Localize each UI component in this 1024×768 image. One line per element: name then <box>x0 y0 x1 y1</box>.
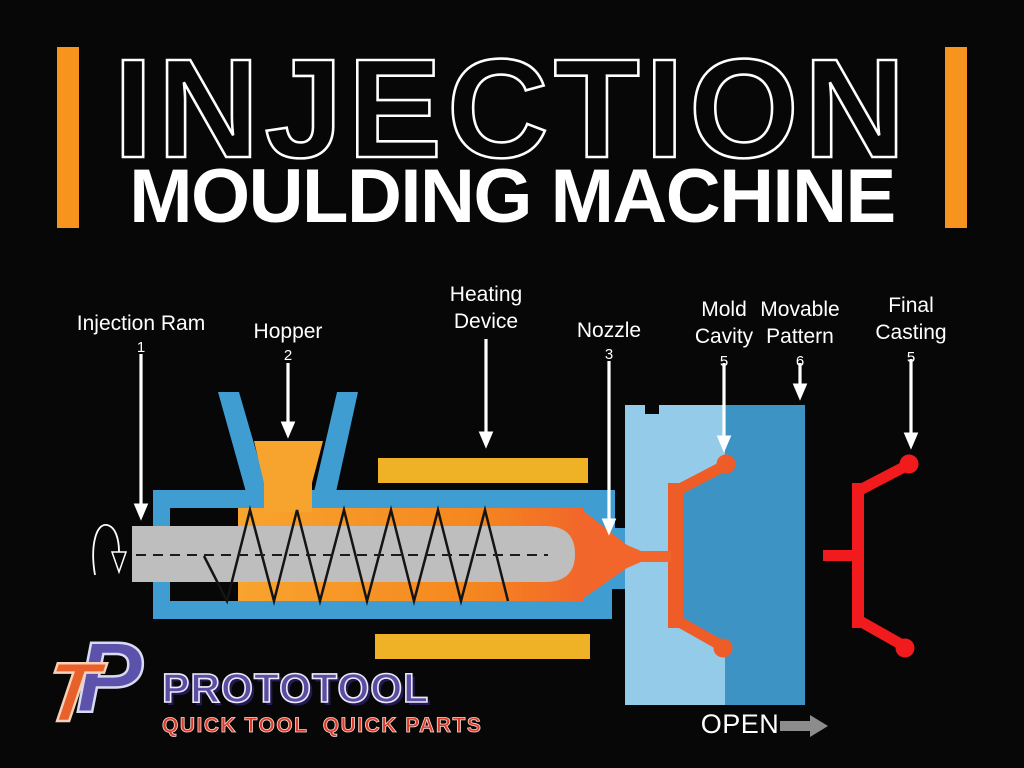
open-right-arrow-icon <box>780 715 828 737</box>
label-movable-pattern: Movable Pattern 6 <box>755 296 845 369</box>
platen-gap-bottom <box>612 589 625 619</box>
label-nozzle: Nozzle 3 <box>559 317 659 362</box>
page-title-line1: INJECTION <box>112 29 911 187</box>
page-title-line2: MOULDING MACHINE <box>129 154 896 239</box>
cavity-part-bottom <box>713 638 733 658</box>
label-hopper-number: 2 <box>283 347 293 365</box>
label-mold-cavity: Mold Cavity 5 <box>684 296 764 369</box>
logo-text: PROTOTOOL QUICK TOOL QUICK PARTS <box>161 634 483 737</box>
final-part-bottom <box>895 638 915 658</box>
screw-flights <box>202 505 510 606</box>
casting-in-mold <box>668 454 736 658</box>
hopper-material <box>254 441 323 512</box>
label-hopper-text: Hopper <box>253 320 323 343</box>
hopper-left-wall <box>218 392 268 492</box>
label-injection-ram-text: Injection Ram <box>76 312 206 335</box>
platen-gap-top <box>615 487 625 528</box>
final-runner-bar <box>852 483 864 628</box>
label-movable-pattern-number: 6 <box>795 352 805 370</box>
runner-top-branch <box>673 461 727 496</box>
label-injection-ram: Injection Ram 1 <box>51 310 231 355</box>
label-final-casting-text: Final Casting <box>875 294 947 345</box>
final-bottom-branch <box>855 615 907 651</box>
label-injection-ram-number: 1 <box>136 339 146 357</box>
runner-bar <box>668 483 683 628</box>
logo-tagline: QUICK TOOL QUICK PARTS <box>162 714 483 737</box>
label-mold-cavity-text: Mold Cavity <box>694 298 754 349</box>
label-nozzle-number: 3 <box>604 346 614 364</box>
label-arrows <box>133 339 919 536</box>
heater-band-top <box>378 458 588 483</box>
label-hopper: Hopper 2 <box>228 318 348 363</box>
logo-monogram-p: P <box>75 622 144 734</box>
label-final-casting-number: 5 <box>906 348 916 366</box>
label-final-casting: Final Casting 5 <box>866 292 956 365</box>
final-top-branch <box>855 461 909 496</box>
open-label: OPEN <box>700 709 780 739</box>
final-part-top <box>899 454 919 474</box>
hopper-right-wall <box>314 392 358 492</box>
final-casting-shape <box>823 454 919 658</box>
cavity-part-top <box>716 454 736 474</box>
final-sprue-stub <box>823 550 853 561</box>
heater-band-bottom <box>375 634 590 659</box>
label-movable-pattern-text: Movable Pattern <box>760 298 840 349</box>
logo-brand-name: PROTOTOOL <box>161 665 430 711</box>
mold-movable-half <box>725 405 805 705</box>
logo-monogram: P T <box>38 627 156 741</box>
mold-top-notch <box>645 405 659 414</box>
title-accent-bar-right <box>945 47 967 228</box>
label-nozzle-text: Nozzle <box>576 319 642 342</box>
mold-core <box>683 464 727 648</box>
title-accent-bar-left <box>57 47 79 228</box>
runner-bottom-branch <box>673 615 725 651</box>
injection-ram-shaft <box>132 526 575 582</box>
label-heating-device-text: Heating Device <box>449 283 523 334</box>
rotation-arrow-icon <box>92 524 128 576</box>
label-mold-cavity-number: 5 <box>719 352 729 370</box>
prototool-logo: P T PROTOTOOL QUICK TOOL QUICK PARTS <box>38 627 483 741</box>
label-heating-device: Heating Device <box>438 281 534 339</box>
